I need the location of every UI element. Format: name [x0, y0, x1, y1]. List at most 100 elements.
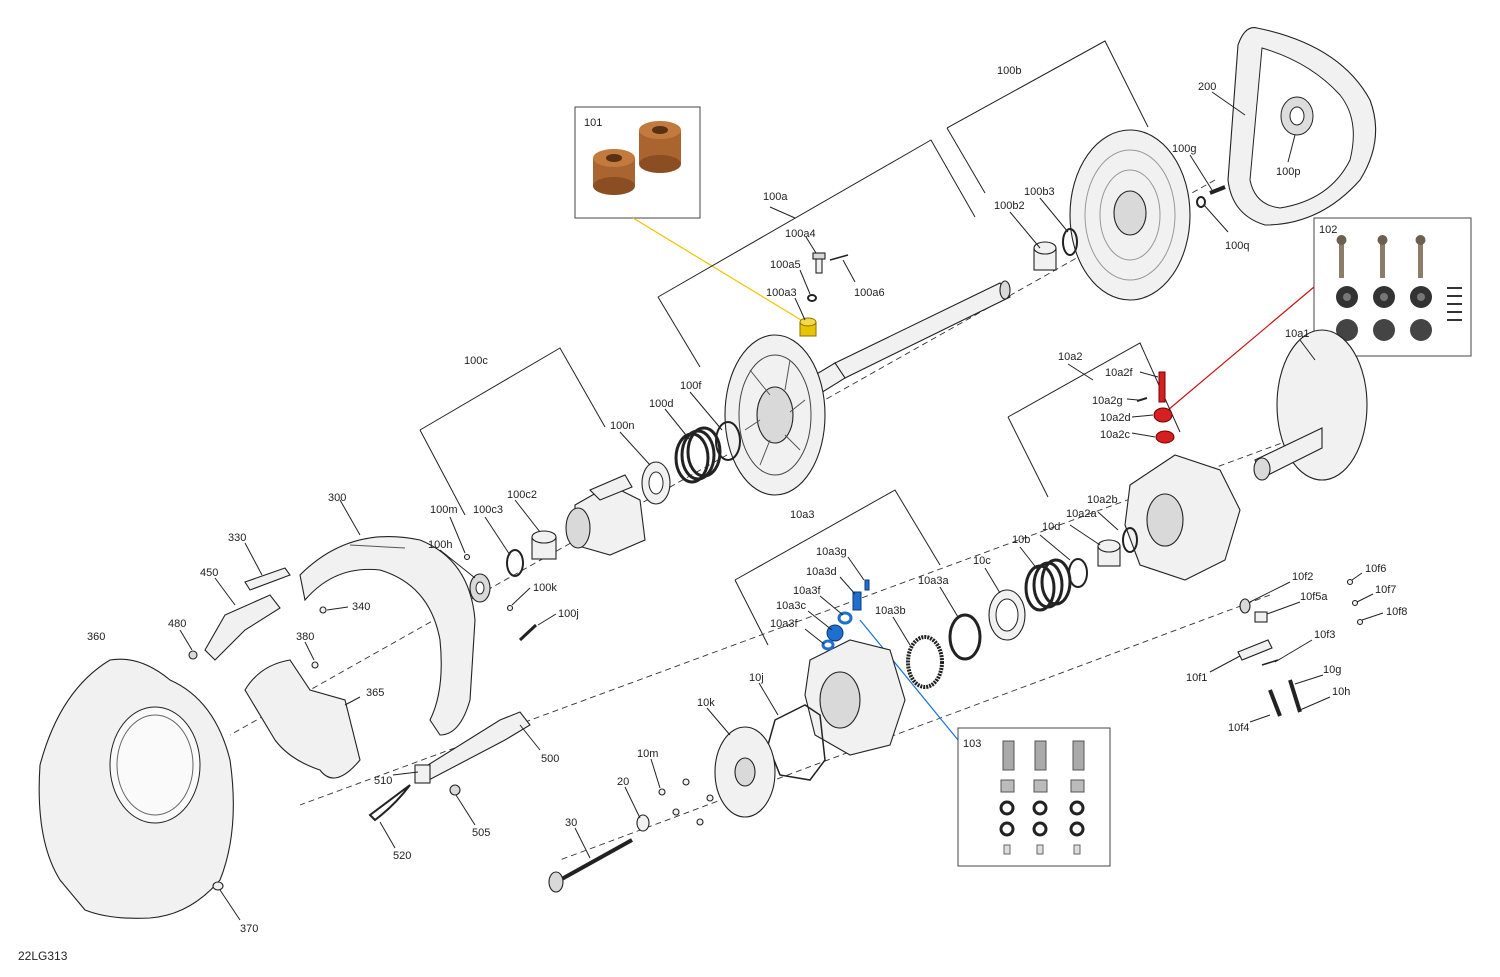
gear-ring-10a3b[interactable] — [906, 635, 944, 689]
kit-box-102[interactable] — [1167, 217, 1472, 411]
label-10d: 10d — [1042, 521, 1060, 533]
bushing-100b2[interactable] — [1033, 241, 1057, 271]
clip-520[interactable] — [368, 784, 411, 822]
label-10a2a: 10a2a — [1066, 508, 1097, 520]
ring-10a3a[interactable] — [948, 613, 982, 661]
pin-100a6[interactable] — [829, 254, 849, 261]
label-100b: 100b — [997, 65, 1021, 77]
washer-10a2g[interactable] — [1136, 397, 1148, 402]
label-10f6: 10f6 — [1365, 563, 1386, 575]
label-10f2: 10f2 — [1292, 571, 1313, 583]
bracket-510[interactable] — [414, 764, 431, 784]
diagram-id-label: 22LG313 — [18, 949, 68, 963]
spring-10b[interactable] — [1024, 558, 1072, 612]
label-100g: 100g — [1172, 143, 1196, 155]
bracket-330[interactable] — [244, 567, 291, 591]
label-10a2b: 10a2b — [1087, 494, 1118, 506]
screw-480[interactable] — [188, 650, 198, 660]
movable-sheave-100a[interactable] — [724, 334, 826, 496]
label-100c: 100c — [464, 355, 488, 367]
part-labels: 101 102 103 100b 200 100p 100g 100q 100b… — [18, 65, 1407, 963]
ring-10a2b[interactable] — [1122, 527, 1138, 553]
label-10a3d: 10a3d — [806, 566, 837, 578]
label-20: 20 — [617, 776, 629, 788]
bushing-10a2a[interactable] — [1097, 539, 1121, 567]
belt-guard-300[interactable] — [299, 536, 476, 736]
label-100d: 100d — [649, 398, 673, 410]
washer-370[interactable] — [212, 881, 224, 891]
label-10m: 10m — [637, 748, 658, 760]
label-100a5: 100a5 — [770, 259, 801, 271]
screw-100k[interactable] — [506, 604, 514, 612]
kit-box-101[interactable] — [574, 106, 807, 324]
label-500: 500 — [541, 753, 559, 765]
fixed-sheave-10a1[interactable] — [1253, 329, 1368, 481]
label-10f7: 10f7 — [1375, 584, 1396, 596]
roller-10a2c-highlighted[interactable] — [1155, 430, 1175, 444]
label-300: 300 — [328, 492, 346, 504]
washer-100a5[interactable] — [807, 294, 817, 302]
roller-10a2d-highlighted[interactable] — [1153, 407, 1173, 423]
label-100b3: 100b3 — [1024, 186, 1055, 198]
bolt-30[interactable] — [548, 838, 633, 893]
washer-100q[interactable] — [1196, 196, 1206, 208]
screw-100m[interactable] — [463, 553, 471, 561]
screw-100a4[interactable] — [812, 252, 826, 274]
ring-100c3[interactable] — [506, 549, 524, 577]
ring-100b3[interactable] — [1062, 228, 1078, 256]
cam-10a3[interactable] — [804, 639, 906, 756]
spider-100c[interactable] — [565, 474, 646, 556]
parts-10f[interactable] — [1237, 578, 1364, 717]
label-100j: 100j — [558, 608, 579, 620]
bushing-100c2[interactable] — [531, 530, 557, 560]
label-370: 370 — [240, 923, 258, 935]
spring-100d[interactable] — [674, 426, 722, 484]
movable-sheave-10a2[interactable] — [1124, 454, 1241, 581]
screw-380[interactable] — [311, 661, 319, 669]
ring-10d[interactable] — [1068, 558, 1088, 588]
bracket-450[interactable] — [204, 594, 281, 661]
bolt-100j[interactable] — [518, 623, 538, 642]
label-100c2: 100c2 — [507, 489, 537, 501]
label-10k: 10k — [697, 697, 715, 709]
label-10a3a: 10a3a — [918, 575, 949, 587]
label-10f8: 10f8 — [1386, 606, 1407, 618]
washer-100n[interactable] — [641, 461, 671, 505]
label-100b2: 100b2 — [994, 200, 1025, 212]
plate-365[interactable] — [244, 659, 361, 779]
group-brackets — [419, 40, 1181, 646]
pin-10a2f-highlighted[interactable] — [1158, 371, 1166, 403]
kit-101-leader-line — [632, 217, 807, 324]
label-10h: 10h — [1332, 686, 1350, 698]
label-10a2c: 10a2c — [1100, 429, 1130, 441]
label-10a3g: 10a3g — [816, 546, 847, 558]
spring-10a3d-highlighted[interactable] — [852, 591, 862, 611]
drive-belt-200[interactable] — [1227, 27, 1377, 226]
label-102: 102 — [1319, 224, 1337, 236]
screw-340[interactable] — [319, 606, 327, 614]
label-10a3: 10a3 — [790, 509, 814, 521]
ring-10c[interactable] — [988, 589, 1026, 641]
washer-10a3f-highlighted[interactable] — [837, 611, 853, 625]
fixed-sheave-100b[interactable] — [1069, 129, 1191, 301]
pin-and-roller-kit-image — [1336, 235, 1462, 341]
bushing-100a3-highlighted[interactable] — [799, 317, 817, 337]
cover-10k[interactable] — [714, 726, 776, 818]
screw-10a3g-highlighted[interactable] — [864, 579, 870, 591]
ring-100f[interactable] — [715, 421, 741, 461]
label-10b: 10b — [1012, 534, 1030, 546]
washer-20[interactable] — [636, 814, 650, 832]
label-100a6: 100a6 — [854, 287, 885, 299]
housing-360[interactable] — [38, 658, 234, 919]
screw-100g[interactable] — [1209, 185, 1226, 195]
screws-10m[interactable] — [658, 778, 714, 826]
washer-10a3f-2-highlighted[interactable] — [821, 639, 835, 651]
kit-102-leader-line — [1167, 286, 1315, 411]
label-10f5a: 10f5a — [1300, 591, 1328, 603]
label-100f: 100f — [680, 380, 702, 392]
nut-505[interactable] — [449, 784, 461, 796]
kit-box-103[interactable] — [859, 619, 1111, 867]
nut-100h[interactable] — [469, 573, 491, 603]
label-200: 200 — [1198, 81, 1216, 93]
